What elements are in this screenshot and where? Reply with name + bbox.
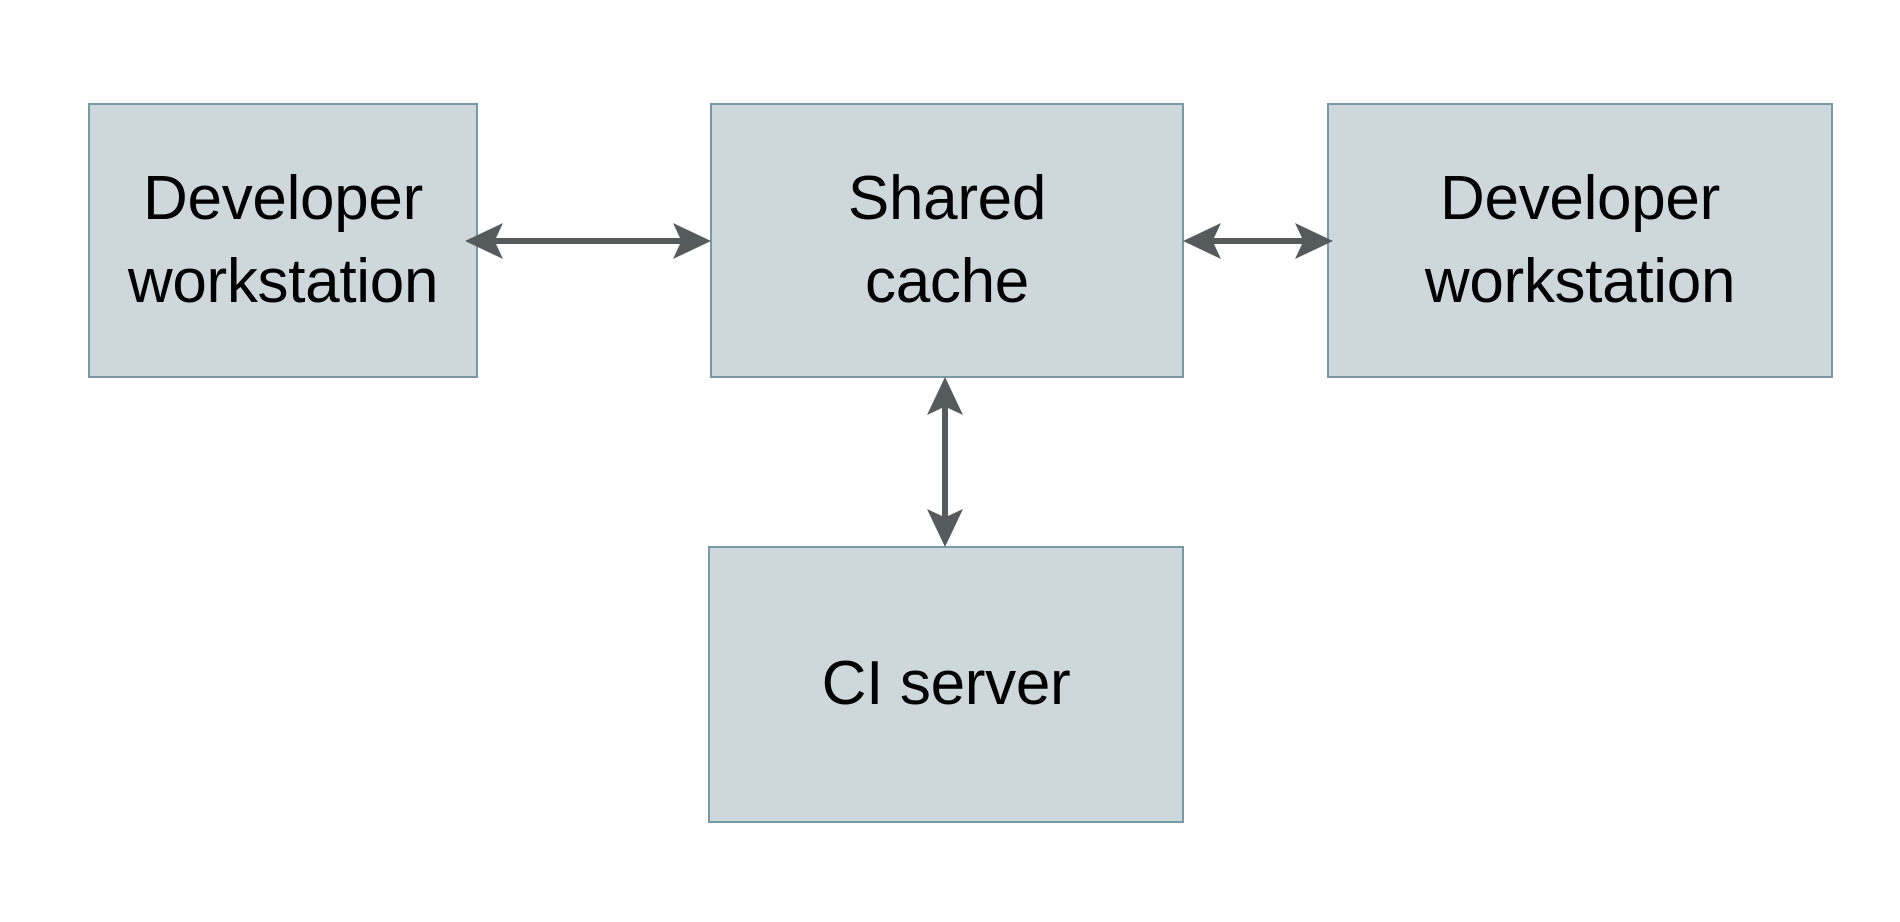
node-shared-cache[interactable]: Shared cache bbox=[710, 103, 1184, 378]
edge-shared-cache-to-dev-right[interactable] bbox=[1180, 214, 1336, 268]
edge-dev-left-to-shared-cache[interactable] bbox=[462, 214, 714, 268]
node-label-developer-workstation-left: Developer workstation bbox=[127, 164, 439, 316]
node-label-shared-cache: Shared cache bbox=[847, 164, 1047, 316]
node-label-ci-server: CI server bbox=[821, 649, 1071, 719]
double-arrow-icon-left bbox=[465, 223, 711, 259]
double-arrow-icon-vertical bbox=[927, 377, 963, 547]
edge-shared-cache-to-ci-server[interactable] bbox=[918, 374, 972, 550]
node-developer-workstation-right[interactable]: Developer workstation bbox=[1327, 103, 1833, 378]
node-developer-workstation-left[interactable]: Developer workstation bbox=[88, 103, 478, 378]
node-ci-server[interactable]: CI server bbox=[708, 546, 1184, 823]
double-arrow-icon-right bbox=[1183, 223, 1333, 259]
node-label-developer-workstation-right: Developer workstation bbox=[1424, 164, 1736, 316]
